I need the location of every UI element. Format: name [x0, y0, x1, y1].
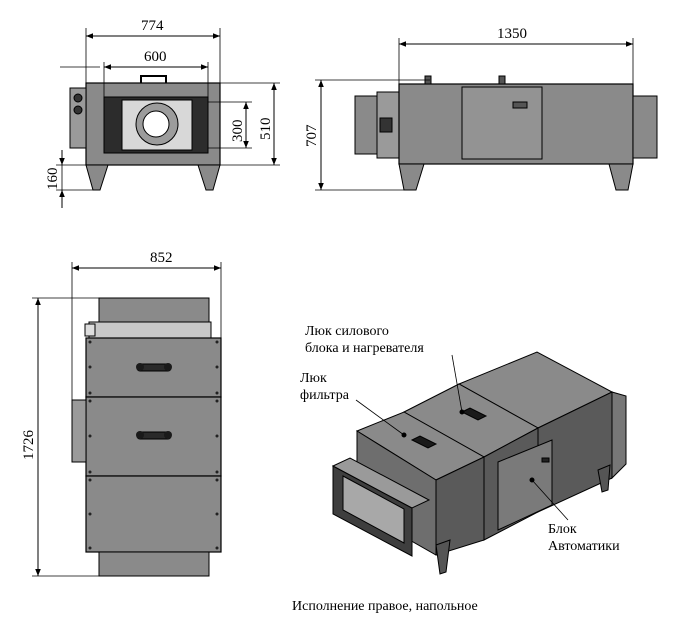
iso-control-block-handle: [541, 457, 550, 463]
top-section-2: [85, 396, 222, 477]
knob-icon: [73, 93, 83, 103]
dim-side-length: 1350: [497, 26, 527, 42]
dim-side-height: 707: [304, 124, 320, 147]
top-duct-top: [98, 297, 210, 323]
top-flange-clip: [84, 323, 96, 337]
front-view: 774 600 300 510 160: [45, 18, 280, 208]
label-control-block-2: Автоматики: [548, 539, 620, 554]
caption: Исполнение правое, напольное: [292, 599, 478, 614]
side-leg-right: [608, 163, 634, 191]
dim-front-width: 774: [141, 18, 164, 34]
iso-control-block: [497, 439, 553, 531]
side-hatch: [461, 86, 543, 160]
top-view: 852 1726: [21, 250, 222, 577]
label-control-block-1: Блок: [548, 522, 577, 537]
dim-front-leg-height: 160: [45, 168, 61, 191]
iso-handle-2: [460, 407, 488, 421]
dim-front-body-width: 600: [144, 49, 167, 65]
top-side-block: [71, 399, 87, 463]
side-flange-connector: [379, 117, 393, 133]
side-view: 1350 707: [304, 26, 658, 191]
iso-duct-right: [611, 391, 627, 480]
label-filter-hatch-2: фильтра: [300, 388, 350, 403]
front-top-handle: [140, 75, 167, 83]
top-flange: [88, 321, 212, 339]
top-handle-2: [136, 431, 172, 440]
front-leg-right: [197, 164, 221, 191]
top-bolts: [88, 340, 219, 550]
iso-duct-front-opening: [342, 475, 405, 544]
iso-handle-1: [410, 435, 438, 449]
isometric-view: [331, 351, 627, 575]
side-leg-left: [398, 163, 425, 191]
fan-inner-icon: [142, 110, 170, 138]
side-top-knob-right: [498, 75, 506, 85]
iso-duct-front-top: [331, 457, 431, 509]
iso-leg-right: [597, 464, 611, 493]
top-section-3: [85, 475, 222, 553]
side-duct-left: [354, 95, 378, 155]
dim-top-width: 852: [150, 250, 173, 266]
label-power-hatch-1: Люк силового: [305, 324, 389, 339]
top-handle-1: [136, 363, 172, 372]
side-duct-right: [632, 95, 658, 159]
side-hatch-handle: [512, 101, 528, 109]
front-leg-left: [85, 164, 109, 191]
label-filter-hatch-1: Люк: [300, 371, 327, 386]
front-control-panel: [69, 87, 87, 149]
top-duct-bottom: [98, 551, 210, 577]
dim-front-window-height: 300: [230, 120, 246, 143]
label-power-hatch-2: блока и нагревателя: [305, 341, 424, 356]
knob-icon: [73, 105, 83, 115]
dim-top-length: 1726: [21, 430, 37, 461]
dim-front-height: 510: [258, 118, 274, 141]
iso-leg-front: [435, 539, 451, 575]
